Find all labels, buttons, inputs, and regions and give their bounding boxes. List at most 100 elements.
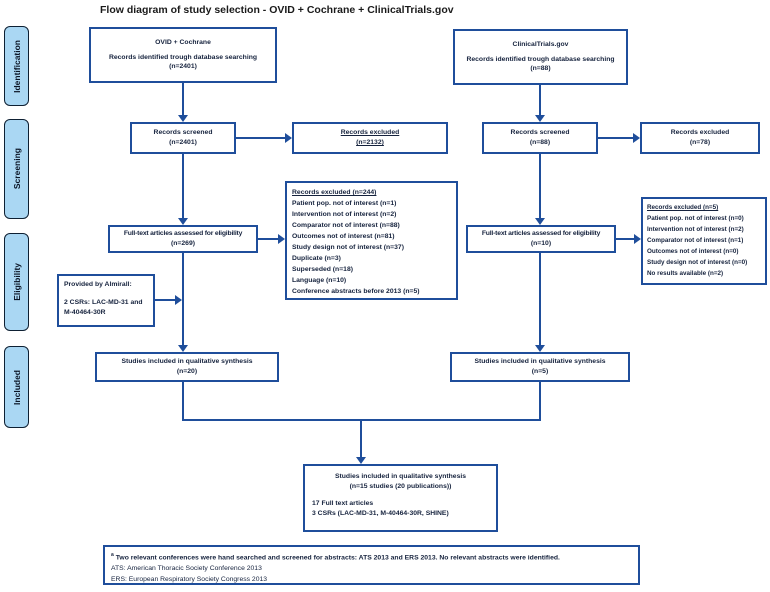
stage-included-label: Included: [11, 369, 22, 405]
provided-line3: M-40464-30R: [64, 308, 106, 316]
arrow-fulltext-to-qualitative-right: [539, 253, 541, 345]
box-provided-almirall: Provided by Almirall: 2 CSRs: LAC-MD-31 …: [57, 274, 155, 327]
reason-item: Language (n=10): [292, 277, 347, 284]
reasons-left-header: Records excluded (n=244): [292, 189, 377, 196]
arrowhead-right: [633, 133, 640, 143]
box-fulltext-left: Full-text articles assessed for eligibil…: [108, 225, 258, 253]
reason-item: No results available (n=2): [647, 270, 724, 277]
box-fulltext-right: Full-text articles assessed for eligibil…: [466, 225, 616, 253]
arrow-fulltext-to-reasons-right: [616, 238, 634, 240]
qualitative-right-line: Studies included in qualitative synthesi…: [474, 358, 606, 366]
box-excluded-left: Records excluded (n=2132): [292, 122, 448, 154]
stage-eligibility: Eligibility: [4, 233, 29, 331]
arrow-fulltext-to-qualitative-left: [182, 253, 184, 345]
reason-item: Superseded (n=18): [292, 266, 354, 273]
fulltext-right-line: Full-text articles assessed for eligibil…: [481, 230, 601, 238]
footnote-marker: a: [111, 552, 114, 558]
identified-left-source: OVID + Cochrane: [155, 38, 211, 46]
arrowhead-down: [178, 115, 188, 122]
box-identified-left: OVID + Cochrane Records identified troug…: [89, 27, 277, 83]
excluded-right-line: Records excluded: [670, 129, 730, 137]
combined-line3: 17 Full text articles: [312, 499, 374, 507]
provided-line2: 2 CSRs: LAC-MD-31 and: [64, 298, 143, 306]
excluded-right-n: (n=78): [689, 139, 711, 146]
arrowhead-right: [634, 234, 641, 244]
arrowhead-down: [356, 457, 366, 464]
combined-line1: Studies included in qualitative synthesi…: [334, 473, 467, 480]
identified-left-n: (n=2401): [169, 63, 197, 71]
arrow-merge-to-combined: [360, 419, 362, 457]
footnote-line3: ERS: European Respiratory Society Congre…: [111, 576, 268, 584]
arrow-screened-to-excluded-right: [598, 137, 633, 139]
arrowhead-down: [535, 218, 545, 225]
reason-item: Patient pop. not of interest (n=1): [292, 200, 397, 207]
fulltext-left-n: (n=269): [171, 240, 195, 247]
screened-right-line: Records screened: [510, 129, 570, 137]
footnote-line1-text: Two relevant conferences were hand searc…: [115, 554, 560, 562]
excluded-left-n: (n=2132): [356, 139, 384, 146]
arrow-provided-to-flow: [155, 299, 175, 301]
stage-eligibility-label: Eligibility: [11, 263, 22, 301]
box-reasons-left: Records excluded (n=244) Patient pop. no…: [285, 181, 458, 300]
reason-item: Conference abstracts before 2013 (n=5): [292, 288, 420, 295]
provided-line1: Provided by Almirall:: [64, 281, 132, 288]
reason-item: Intervention not of interest (n=2): [292, 211, 397, 218]
identified-right-source: ClinicalTrials.gov: [512, 40, 569, 48]
reason-item: Study design not of interest (n=37): [292, 244, 404, 251]
reason-item: Patient pop. not of interest (n=0): [647, 215, 744, 222]
screened-right-n: (n=88): [529, 139, 551, 146]
box-combined-synthesis: Studies included in qualitative synthesi…: [303, 464, 498, 532]
box-screened-left: Records screened (n=2401): [130, 122, 236, 154]
reason-item: Study design not of interest (n=0): [647, 259, 748, 266]
box-qualitative-right: Studies included in qualitative synthesi…: [450, 352, 630, 382]
arrowhead-down: [178, 345, 188, 352]
arrow-fulltext-to-reasons-left: [258, 238, 278, 240]
arrow-screened-to-fulltext-left: [182, 154, 184, 218]
fulltext-right-n: (n=10): [530, 240, 552, 247]
arrowhead-right: [175, 295, 182, 305]
box-excluded-right: Records excluded (n=78): [640, 122, 760, 154]
screened-left-n: (n=2401): [169, 139, 197, 146]
box-screened-right: Records screened (n=88): [482, 122, 598, 154]
arrowhead-right: [278, 234, 285, 244]
qualitative-right-n: (n=5): [531, 368, 549, 375]
box-reasons-right: Records excluded (n=5) Patient pop. not …: [641, 197, 767, 285]
stage-identification-label: Identification: [11, 39, 22, 93]
box-identified-right: ClinicalTrials.gov Records identified tr…: [453, 29, 628, 85]
stage-included: Included: [4, 346, 29, 428]
qualitative-left-n: (n=20): [176, 368, 198, 375]
arrowhead-down: [178, 218, 188, 225]
fulltext-left-line: Full-text articles assessed for eligibil…: [123, 230, 243, 238]
page-title: Flow diagram of study selection - OVID +…: [100, 4, 454, 16]
arrow-screened-to-fulltext-right: [539, 154, 541, 218]
arrow-screened-to-excluded-left: [236, 137, 285, 139]
qualitative-left-line: Studies included in qualitative synthesi…: [121, 358, 253, 366]
combined-line2: (n=15 studies (20 publications)): [349, 482, 452, 490]
reason-item: Intervention not of interest (n=2): [647, 226, 744, 233]
reason-item: Outcomes not of interest (n=0): [647, 248, 739, 255]
combined-line4: 3 CSRs (LAC-MD-31, M-40464-30R, SHINE): [312, 509, 449, 517]
arrow-identified-to-screened-left: [182, 83, 184, 115]
screened-left-line: Records screened: [153, 129, 213, 137]
reason-item: Outcomes not of interest (n=81): [292, 233, 395, 240]
footnote-line2: ATS: American Thoracic Society Conferenc…: [111, 565, 262, 573]
reason-item: Comparator not of interest (n=88): [292, 222, 400, 229]
arrowhead-right: [285, 133, 292, 143]
reason-item: Duplicate (n=3): [292, 255, 341, 262]
reasons-right-header: Records excluded (n=5): [647, 204, 719, 211]
arrow-identified-to-screened-right: [539, 85, 541, 115]
identified-right-n: (n=88): [530, 65, 551, 73]
excluded-left-line: Records excluded: [340, 129, 400, 137]
reason-item: Comparator not of interest (n=1): [647, 237, 744, 244]
merge-line-left: [182, 382, 184, 420]
stage-screening-label: Screening: [11, 148, 22, 190]
stage-screening: Screening: [4, 119, 29, 219]
stage-identification: Identification: [4, 26, 29, 106]
arrowhead-down: [535, 115, 545, 122]
identified-left-line: Records identified trough database searc…: [108, 53, 258, 61]
merge-line-right: [539, 382, 541, 420]
arrowhead-down: [535, 345, 545, 352]
